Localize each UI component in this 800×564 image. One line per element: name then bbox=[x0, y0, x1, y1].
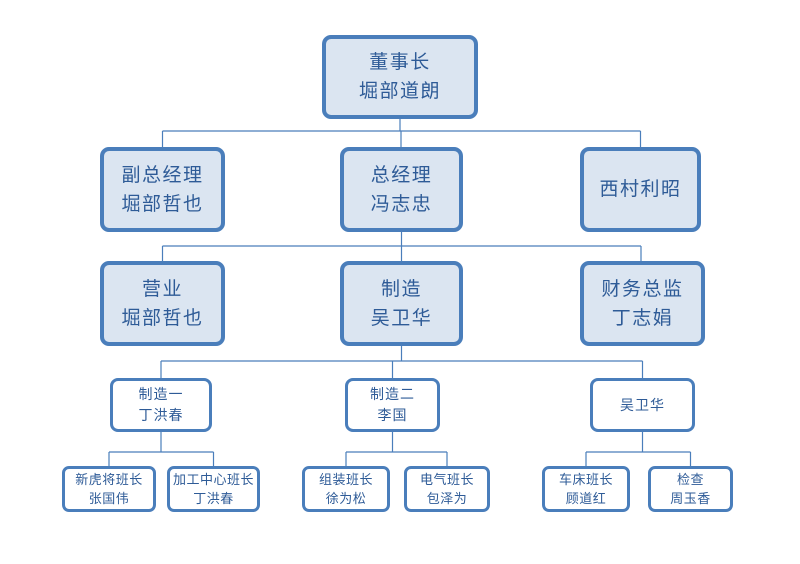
org-node-electric-leader[interactable]: 电气班长 包泽为 bbox=[404, 466, 490, 512]
node-role: 组装班长 bbox=[318, 472, 373, 487]
org-node-xinhujiang-leader[interactable]: 新虎将班长 张国伟 bbox=[62, 466, 156, 512]
org-node-finance-director[interactable]: 财务总监 丁志娟 bbox=[580, 261, 705, 346]
org-node-assembly-leader[interactable]: 组装班长 徐为松 bbox=[302, 466, 390, 512]
org-node-gm[interactable]: 总经理 冯志忠 bbox=[340, 147, 463, 232]
org-node-wuweihua[interactable]: 吴卫华 bbox=[590, 378, 695, 432]
node-role: 检查 bbox=[676, 472, 704, 487]
node-name: 堀部道朗 bbox=[358, 81, 441, 102]
node-name: 丁洪春 bbox=[138, 407, 184, 423]
node-role: 营业 bbox=[141, 278, 183, 300]
node-role: 车床班长 bbox=[558, 472, 613, 487]
org-node-nishimura[interactable]: 西村利昭 bbox=[580, 147, 701, 232]
node-role: 副总经理 bbox=[121, 164, 204, 186]
node-name: 顾道红 bbox=[565, 491, 607, 506]
node-role: 制造一 bbox=[138, 386, 184, 402]
node-role: 新虎将班长 bbox=[75, 472, 143, 487]
node-role: 电气班长 bbox=[419, 472, 474, 487]
node-name: 冯志忠 bbox=[370, 193, 433, 215]
node-name: 堀部哲也 bbox=[121, 193, 204, 215]
node-role: 制造 bbox=[380, 278, 422, 300]
org-node-inspection[interactable]: 检查 周玉香 bbox=[648, 466, 733, 512]
org-node-manufacturing[interactable]: 制造 吴卫华 bbox=[340, 261, 463, 346]
node-role: 加工中心班长 bbox=[172, 472, 254, 487]
node-name: 丁志娟 bbox=[611, 307, 674, 329]
node-name: 吴卫华 bbox=[620, 396, 665, 413]
node-role: 董事长 bbox=[369, 52, 431, 73]
org-node-manufacturing-1[interactable]: 制造一 丁洪春 bbox=[110, 378, 212, 432]
node-name: 吴卫华 bbox=[370, 307, 433, 329]
node-name: 包泽为 bbox=[426, 491, 468, 506]
org-node-lathe-leader[interactable]: 车床班长 顾道红 bbox=[542, 466, 630, 512]
node-name: 徐为松 bbox=[325, 491, 367, 506]
node-name: 丁洪春 bbox=[193, 491, 234, 506]
node-name: 西村利昭 bbox=[599, 179, 682, 200]
node-role: 制造二 bbox=[370, 386, 415, 402]
node-role: 财务总监 bbox=[601, 278, 684, 300]
org-node-sales[interactable]: 营业 堀部哲也 bbox=[100, 261, 225, 346]
node-role: 总经理 bbox=[370, 164, 433, 186]
org-node-vice-gm[interactable]: 副总经理 堀部哲也 bbox=[100, 147, 225, 232]
org-node-manufacturing-2[interactable]: 制造二 李国 bbox=[345, 378, 440, 432]
node-name: 李国 bbox=[377, 407, 408, 423]
org-node-machining-center-leader[interactable]: 加工中心班长 丁洪春 bbox=[167, 466, 260, 512]
node-name: 堀部哲也 bbox=[121, 307, 204, 329]
node-name: 张国伟 bbox=[88, 491, 130, 506]
org-node-chairman[interactable]: 董事长 堀部道朗 bbox=[322, 35, 478, 119]
node-name: 周玉香 bbox=[670, 491, 711, 506]
